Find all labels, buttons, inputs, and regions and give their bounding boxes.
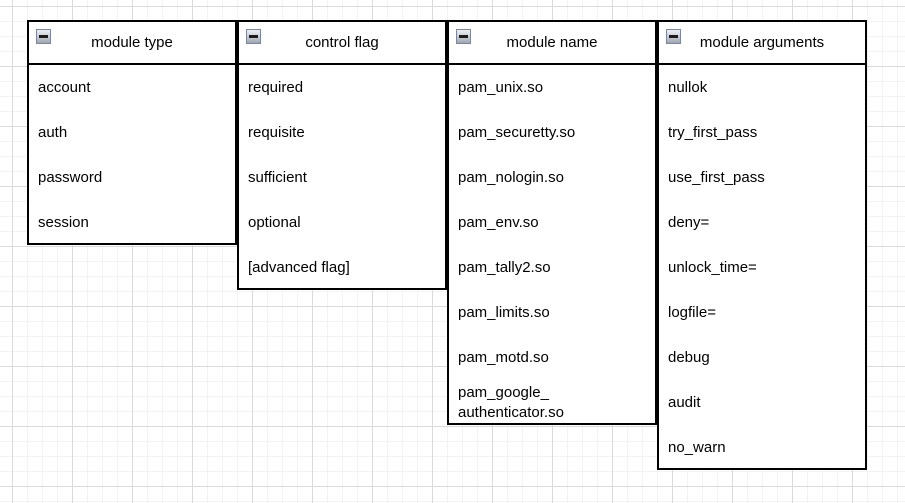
minus-glyph xyxy=(459,35,468,38)
minus-glyph xyxy=(669,35,678,38)
list-item[interactable]: no_warn xyxy=(668,438,726,456)
table-title: module arguments xyxy=(699,34,825,51)
list-item[interactable]: sufficient xyxy=(248,168,307,186)
list-item[interactable]: requisite xyxy=(248,123,305,141)
collapse-icon[interactable] xyxy=(36,29,51,44)
list-item[interactable]: pam_securetty.so xyxy=(458,123,576,141)
list-item[interactable]: audit xyxy=(668,393,701,411)
list-item[interactable]: optional xyxy=(248,213,301,231)
table-title: module type xyxy=(91,34,173,51)
list-item[interactable]: pam_nologin.so xyxy=(458,168,564,186)
list-item[interactable]: pam_limits.so xyxy=(458,303,550,321)
list-item[interactable]: pam_google_ authenticator.so xyxy=(458,383,564,421)
table-title: control flag xyxy=(305,34,379,51)
minus-glyph xyxy=(39,35,48,38)
list-item[interactable]: session xyxy=(38,213,89,231)
list-item[interactable]: required xyxy=(248,78,304,96)
list-item[interactable]: password xyxy=(38,168,103,186)
list-item[interactable]: account xyxy=(38,78,91,96)
table-module-name[interactable]: module name pam_unix.so pam_securetty.so… xyxy=(447,20,657,425)
table-title: module name xyxy=(506,34,598,51)
list-item[interactable]: debug xyxy=(668,348,710,366)
list-item[interactable]: pam_motd.so xyxy=(458,348,549,366)
list-item[interactable]: use_first_pass xyxy=(668,168,765,186)
list-item[interactable]: [advanced flag] xyxy=(248,258,350,276)
collapse-icon[interactable] xyxy=(246,29,261,44)
list-item[interactable]: logfile= xyxy=(668,303,716,321)
table-module-type-header[interactable]: module type xyxy=(29,22,235,65)
list-item[interactable]: try_first_pass xyxy=(668,123,758,141)
list-item[interactable]: unlock_time= xyxy=(668,258,757,276)
table-control-flag[interactable]: control flag required requisite sufficie… xyxy=(237,20,447,290)
list-item[interactable]: nullok xyxy=(668,78,708,96)
list-item[interactable]: pam_tally2.so xyxy=(458,258,551,276)
minus-glyph xyxy=(249,35,258,38)
table-module-arguments[interactable]: module arguments nullok try_first_pass u… xyxy=(657,20,867,470)
table-control-flag-header[interactable]: control flag xyxy=(239,22,445,65)
list-item[interactable]: auth xyxy=(38,123,68,141)
table-module-type[interactable]: module type account auth password sessio… xyxy=(27,20,237,245)
list-item[interactable]: pam_env.so xyxy=(458,213,539,231)
list-item[interactable]: pam_unix.so xyxy=(458,78,544,96)
collapse-icon[interactable] xyxy=(666,29,681,44)
collapse-icon[interactable] xyxy=(456,29,471,44)
table-module-arguments-header[interactable]: module arguments xyxy=(659,22,865,65)
list-item[interactable]: deny= xyxy=(668,213,710,231)
table-module-name-header[interactable]: module name xyxy=(449,22,655,65)
